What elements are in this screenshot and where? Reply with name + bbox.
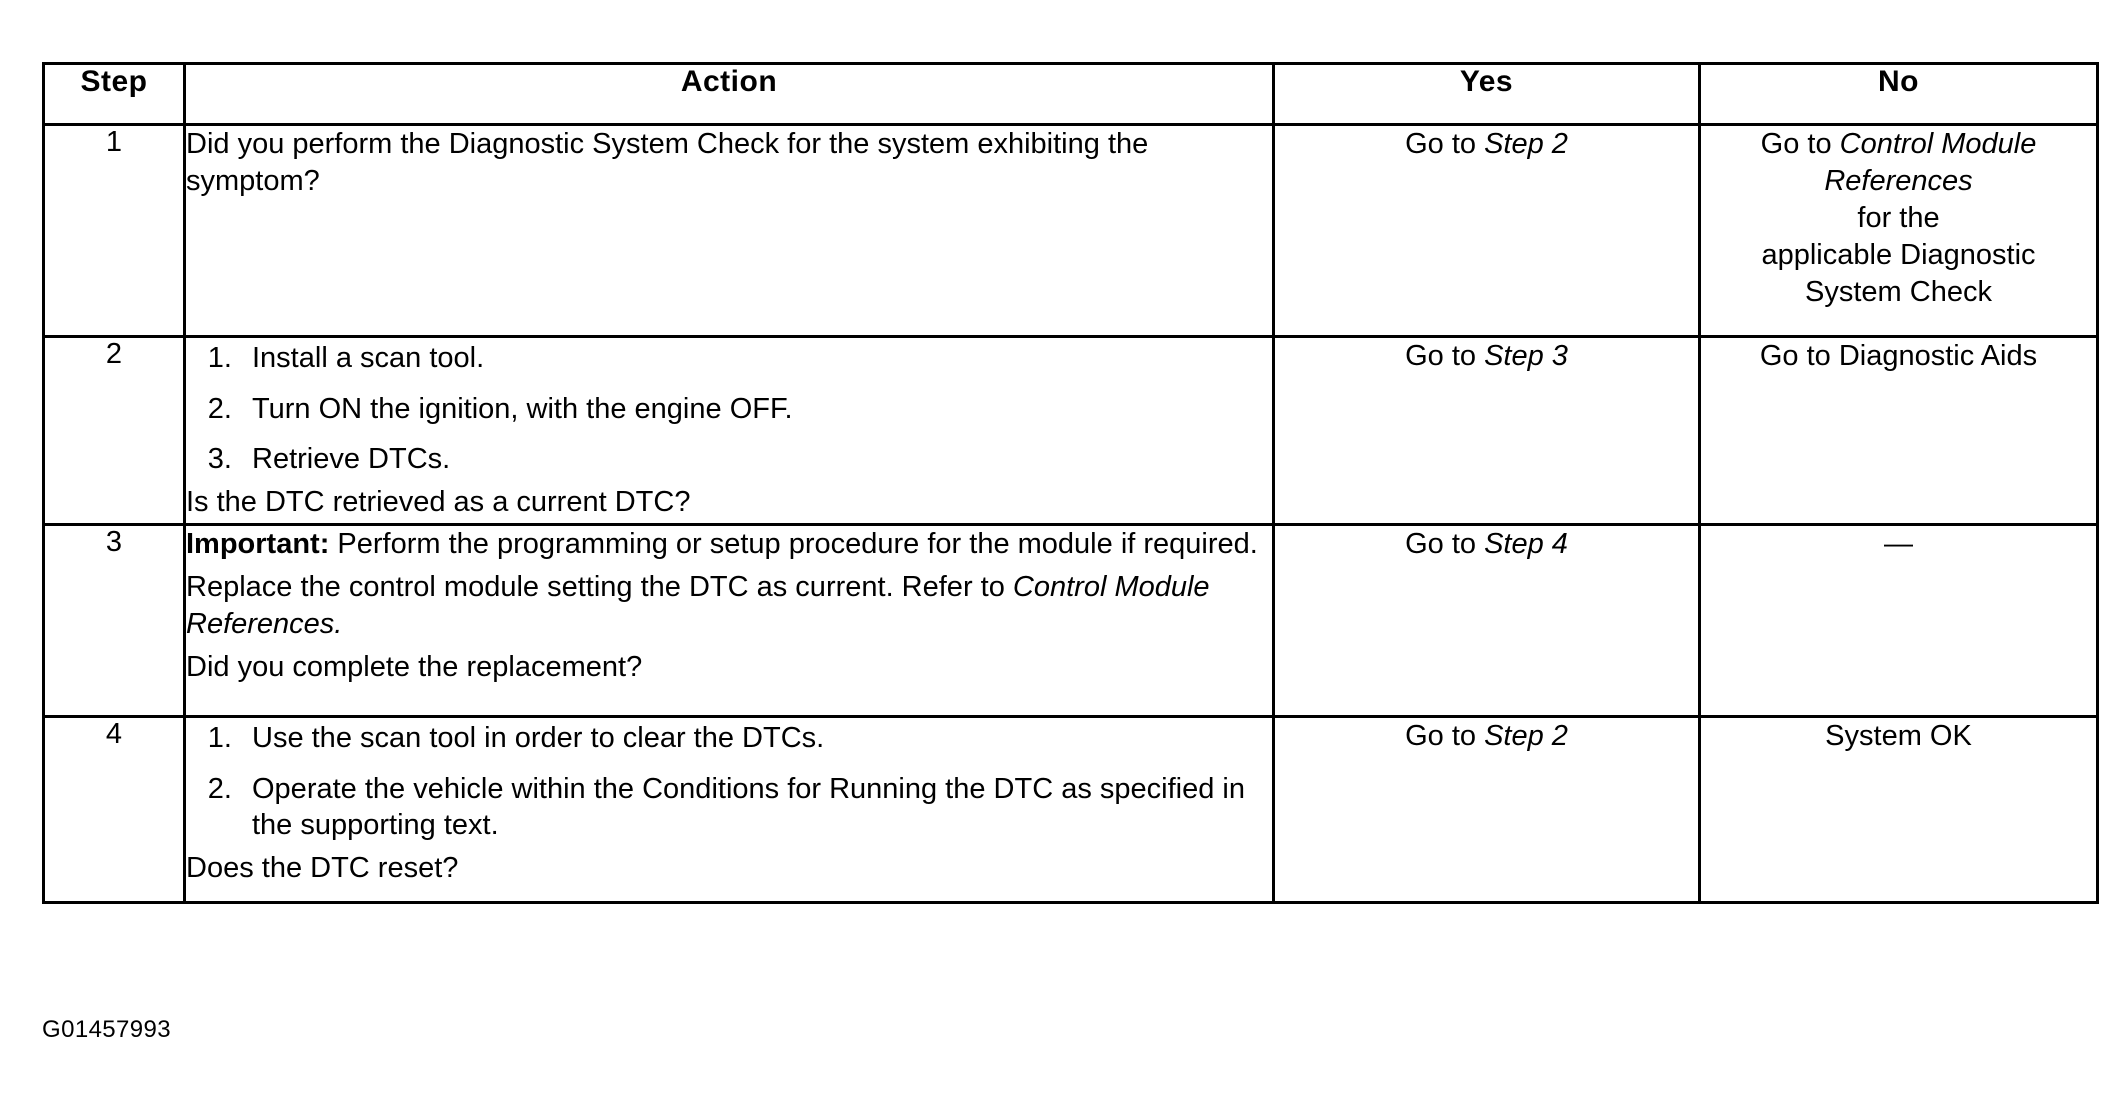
yes-italic-target: Step 2 <box>1484 128 1568 160</box>
step-number: 1 <box>42 123 186 338</box>
action-body-prefix: Replace the control module setting the D… <box>186 571 1013 604</box>
table-row: 1 Did you perform the Diagnostic System … <box>42 123 2099 338</box>
action-content: Install a scan tool. Turn ON the ignitio… <box>183 335 1275 526</box>
list-item: Turn ON the ignition, with the engine OF… <box>240 391 1272 428</box>
action-content: Use the scan tool in order to clear the … <box>183 715 1275 904</box>
yes-answer: Go to Step 2 <box>1272 715 1701 904</box>
yes-prefix: Go to <box>1405 528 1485 560</box>
step-number: 3 <box>42 523 186 718</box>
figure-id-label: G01457993 <box>42 1016 172 1043</box>
no-italic-target-line1: Control Module <box>1839 128 2037 160</box>
no-answer: — <box>1698 523 2099 718</box>
column-header-step: Step <box>42 62 186 126</box>
yes-italic-target: Step 4 <box>1484 528 1568 560</box>
list-item: Retrieve DTCs. <box>240 441 1272 478</box>
table-row: 2 Install a scan tool. Turn ON the ignit… <box>42 335 2099 526</box>
important-note: Important: Perform the programming or se… <box>186 526 1272 563</box>
table-row: 4 Use the scan tool in order to clear th… <box>42 715 2099 904</box>
yes-prefix: Go to <box>1405 128 1485 160</box>
column-header-yes: Yes <box>1272 62 1701 126</box>
important-text: Perform the programming or setup procedu… <box>329 528 1258 560</box>
column-header-no: No <box>1698 62 2099 126</box>
yes-prefix: Go to <box>1405 720 1485 752</box>
list-item: Install a scan tool. <box>240 340 1272 377</box>
action-question: Did you complete the replacement? <box>186 651 643 684</box>
table-row: 3 Important: Perform the programming or … <box>42 523 2099 718</box>
yes-answer: Go to Step 2 <box>1272 123 1701 338</box>
no-line-4: applicable Diagnostic <box>1761 239 2036 272</box>
action-content: Important: Perform the programming or se… <box>183 523 1275 718</box>
no-answer: System OK <box>1698 715 2099 904</box>
action-question: Is the DTC retrieved as a current DTC? <box>186 485 691 518</box>
action-ordered-list: Use the scan tool in order to clear the … <box>186 720 1272 844</box>
important-label: Important: <box>186 528 330 560</box>
action-body: Replace the control module setting the D… <box>186 569 1272 643</box>
yes-italic-target: Step 2 <box>1484 720 1568 752</box>
step-number: 2 <box>42 335 186 526</box>
yes-answer: Go to Step 4 <box>1272 523 1701 718</box>
list-item: Operate the vehicle within the Condition… <box>240 771 1272 844</box>
no-answer: Go to Control Module References for the … <box>1698 123 2099 338</box>
no-prefix: Go to <box>1760 128 1840 160</box>
action-content: Did you perform the Diagnostic System Ch… <box>183 123 1275 338</box>
column-header-action: Action <box>183 62 1275 126</box>
table-header-row: Step Action Yes No <box>42 62 2099 126</box>
no-answer: Go to Diagnostic Aids <box>1698 335 2099 526</box>
no-line-5: System Check <box>1805 276 1992 309</box>
step-number: 4 <box>42 715 186 904</box>
action-question: Does the DTC reset? <box>186 851 459 884</box>
no-italic-target-line2: References <box>1824 165 1973 198</box>
list-item: Use the scan tool in order to clear the … <box>240 720 1272 757</box>
diagnostic-step-table: Step Action Yes No 1 Did you perform the… <box>42 62 2099 904</box>
action-body-italic-reference: Control Module References. <box>186 571 1210 641</box>
no-line-3: for the <box>1857 202 1940 235</box>
yes-prefix: Go to <box>1405 340 1485 372</box>
action-paragraph: Did you perform the Diagnostic System Ch… <box>186 128 1149 198</box>
action-ordered-list: Install a scan tool. Turn ON the ignitio… <box>186 340 1272 478</box>
yes-italic-target: Step 3 <box>1484 340 1568 372</box>
yes-answer: Go to Step 3 <box>1272 335 1701 526</box>
